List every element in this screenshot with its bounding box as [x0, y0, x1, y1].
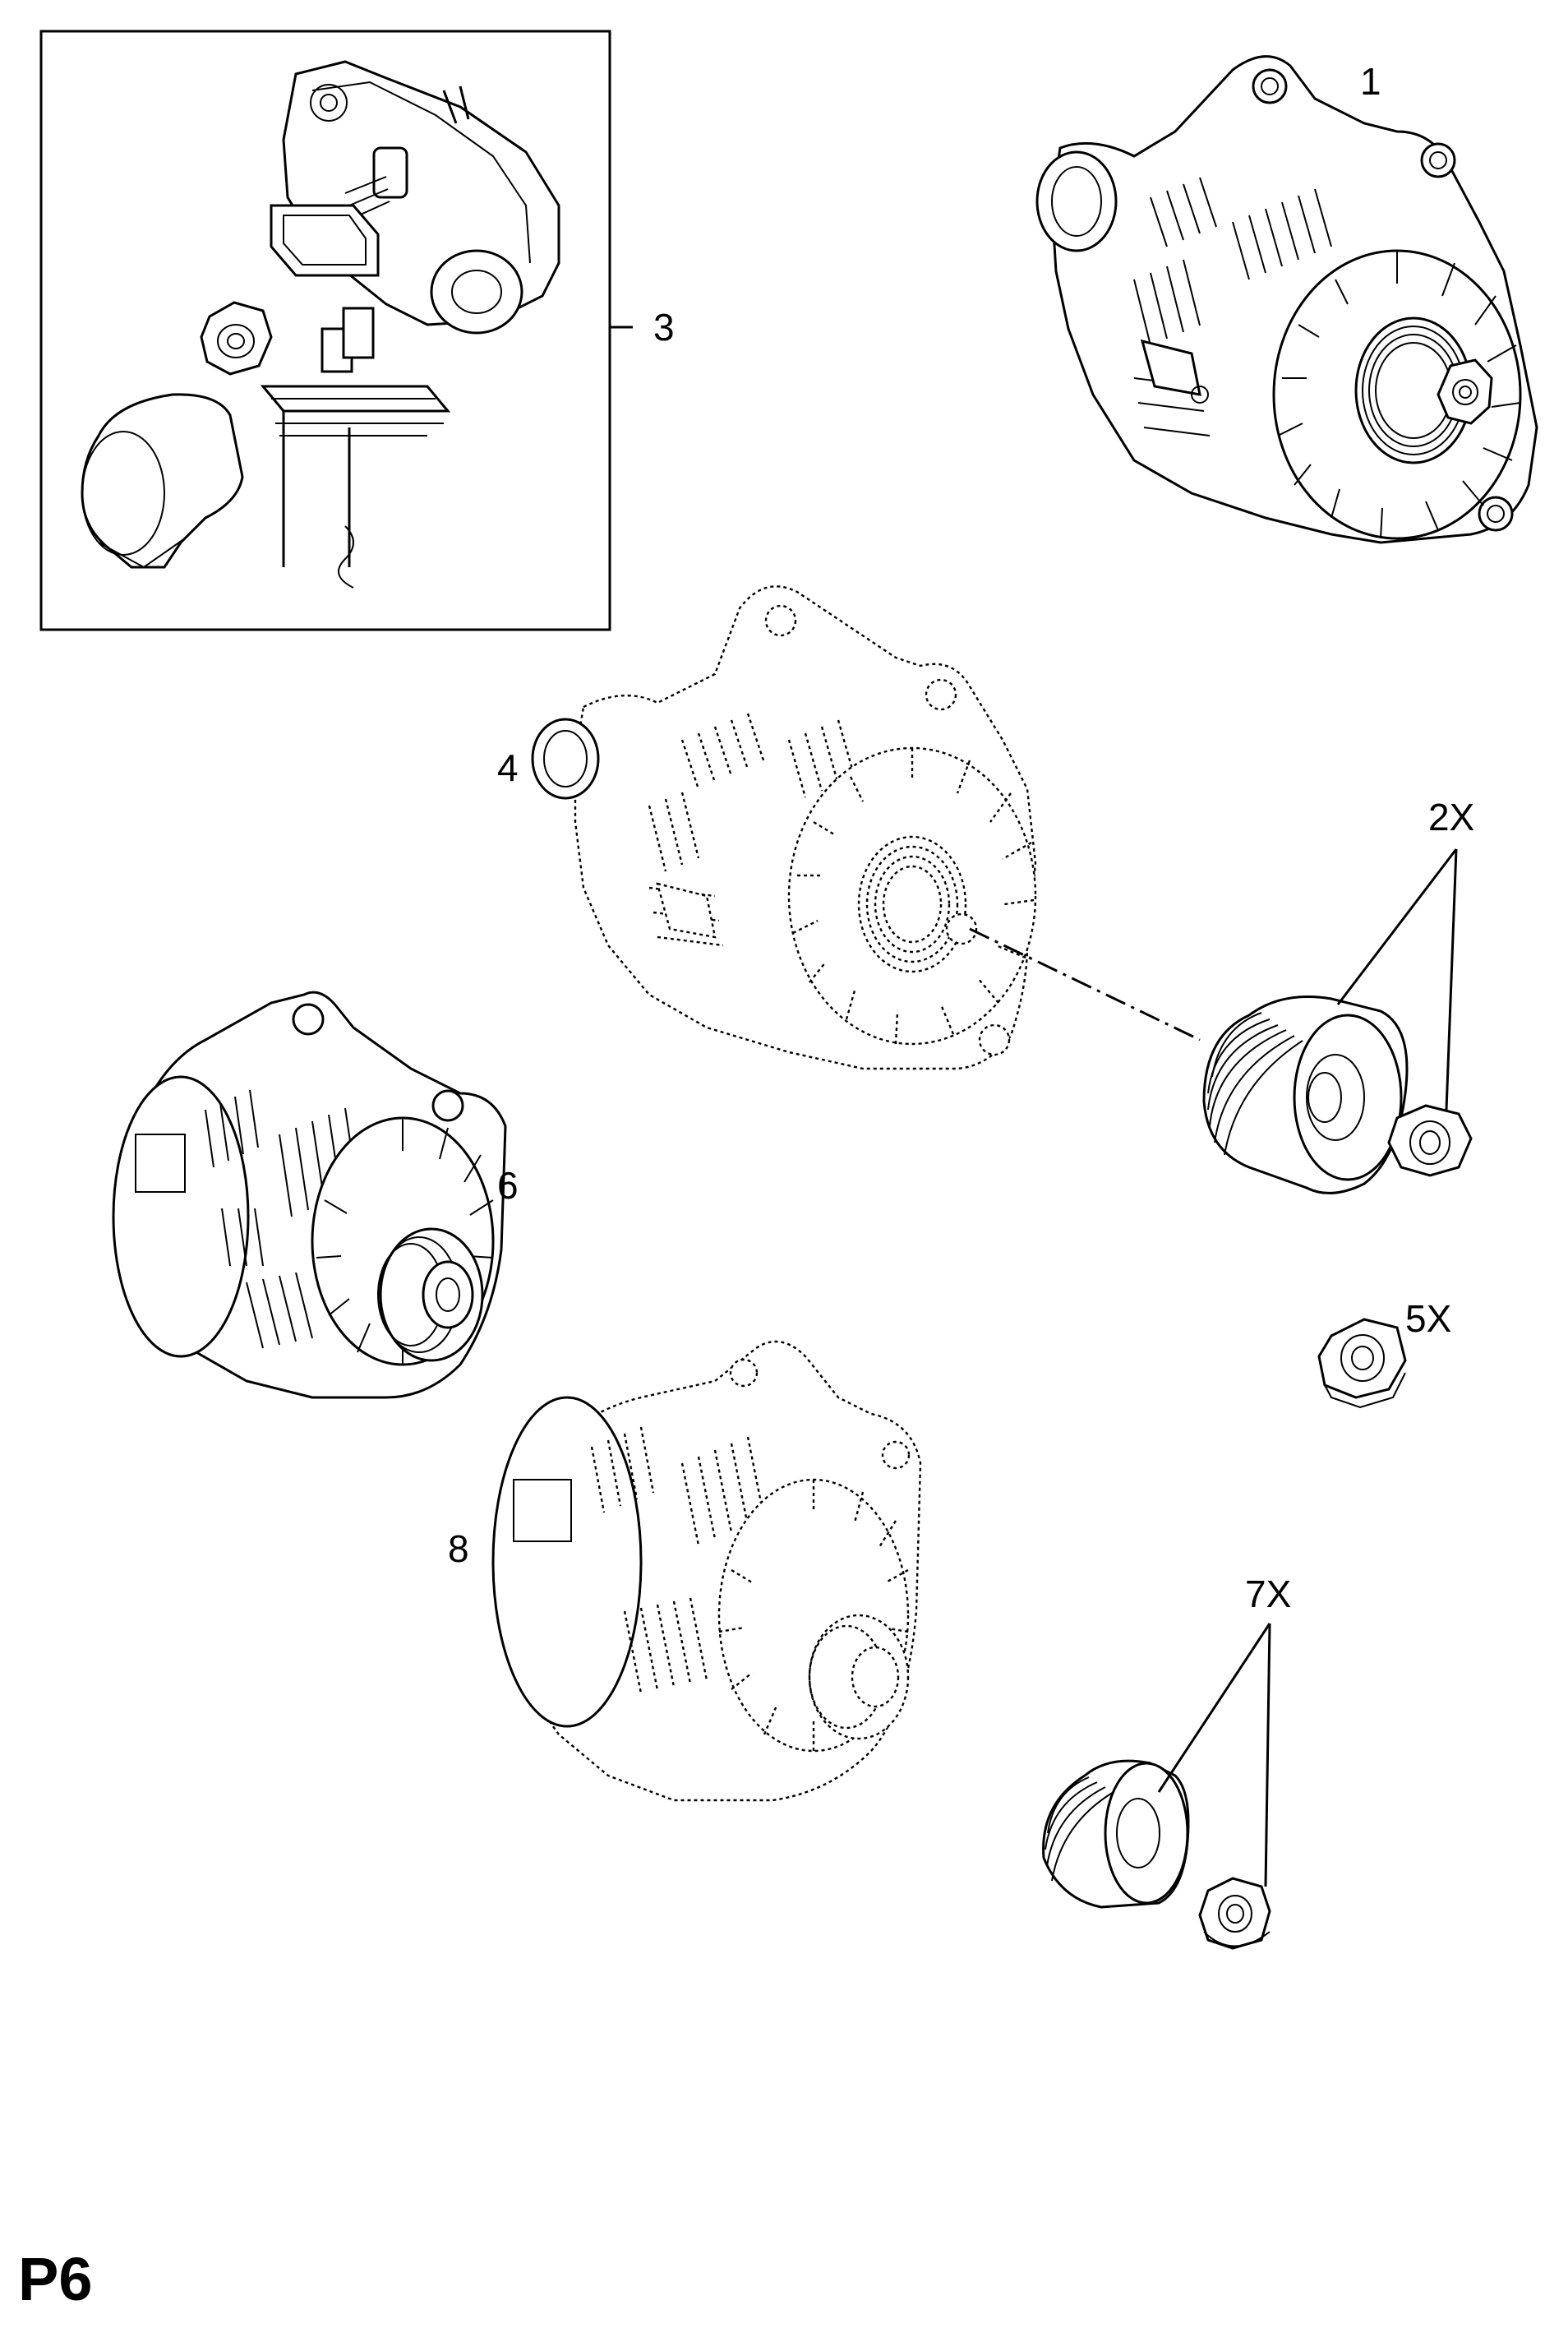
- label-4: 4: [497, 746, 519, 789]
- regulator-inset: [39, 30, 611, 631]
- leader-2a: [1336, 848, 1458, 1005]
- assembly-axis-line: [969, 927, 1201, 1042]
- inset-frame: [39, 30, 611, 631]
- nut-part-5: [1317, 1318, 1407, 1409]
- label-8: 8: [448, 1527, 469, 1570]
- alternator-part-4: [531, 585, 1037, 1070]
- alternator-part-6: [112, 991, 507, 1399]
- alternator-part-8: [491, 1340, 922, 1802]
- pulley-part-7: [1042, 1759, 1271, 1950]
- page-code: P6: [18, 2245, 93, 2313]
- leader-2b: [1445, 848, 1458, 1111]
- alternator-part-1: [1035, 55, 1538, 544]
- label-6: 6: [497, 1164, 519, 1207]
- leader-7a: [1157, 1623, 1271, 1793]
- label-1: 1: [1360, 60, 1381, 103]
- label-2: 2X: [1428, 796, 1474, 838]
- leader-7b: [1264, 1623, 1271, 1887]
- label-7: 7X: [1245, 1573, 1291, 1615]
- pulley-part-2: [1202, 995, 1473, 1194]
- label-3: 3: [653, 306, 675, 349]
- label-5: 5X: [1405, 1297, 1451, 1340]
